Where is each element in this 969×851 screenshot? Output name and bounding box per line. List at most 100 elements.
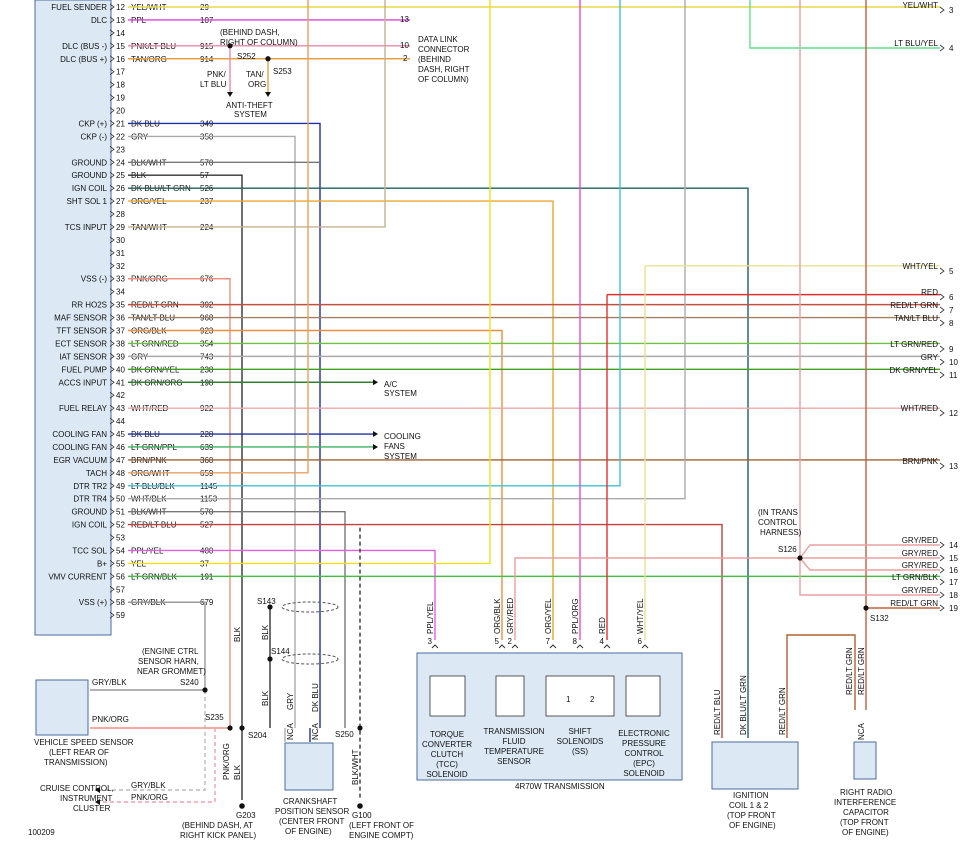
pcm-pin-59: 59 <box>116 611 125 620</box>
pcm-label-26: IGN COIL <box>72 184 108 193</box>
pcm-label-35: RR HO2S <box>71 301 107 310</box>
pcm-pin-14: 14 <box>116 29 125 38</box>
pin-chevron-23 <box>109 146 115 153</box>
vss-wire1: GRY/BLK <box>92 678 127 687</box>
eng-harness-c: NEAR GROMMET) <box>137 667 206 676</box>
tft-label-a: TRANSMISSION <box>484 727 545 736</box>
vlabel-pnk-org: PNK/ORG <box>222 743 231 780</box>
radio-cap-box <box>853 741 877 780</box>
splice-dot-8 <box>797 555 803 561</box>
wire-gry-red-16 <box>799 557 940 571</box>
cruise-wire1: GRY/BLK <box>131 781 166 790</box>
right-chevron-17 <box>939 578 945 586</box>
right-chevron-19 <box>939 604 945 612</box>
diagram-id: 100209 <box>28 828 55 837</box>
trans-wire-7: ORG/YEL <box>544 598 553 634</box>
dlc-label-2: CONNECTOR <box>418 45 470 54</box>
right-chevron-6 <box>939 293 945 301</box>
ckp-sensor-box <box>284 742 334 791</box>
right-color-6: RED <box>921 288 938 297</box>
pcm-label-40: FUEL PUMP <box>62 365 108 374</box>
pin-chevron-43 <box>109 404 115 412</box>
ss-label-a: SHIFT <box>568 727 591 736</box>
pin-chevron-52 <box>109 521 115 528</box>
pcm-label-36: MAF SENSOR <box>54 314 107 323</box>
pin-chevron-53 <box>109 534 115 541</box>
s144-label: S144 <box>271 647 290 656</box>
ckp-label-c: (CENTER FRONT <box>279 817 344 826</box>
trans-pin-5: 5 <box>495 637 500 646</box>
right-chevron-14 <box>939 541 945 549</box>
tan-org-label-a: TAN/ <box>246 70 264 79</box>
g100-label: G100 <box>352 811 372 820</box>
s235-label: S235 <box>205 713 224 722</box>
right-pin-13: 13 <box>949 462 958 471</box>
tcc-label-a: TORQUE <box>430 730 464 739</box>
pin-chevron-29 <box>109 223 115 231</box>
trans-chevron-2 <box>511 644 519 649</box>
radio-e: OF ENGINE) <box>842 828 889 837</box>
pcm-pin-15: 15 <box>116 42 125 51</box>
right-pin-19: 19 <box>949 604 958 613</box>
pin-chevron-48 <box>109 469 115 477</box>
vlabel-blk3: BLK <box>261 690 270 706</box>
pin-chevron-32 <box>109 262 115 270</box>
pcm-label-25: GROUND <box>71 171 107 180</box>
in-trans-a: (IN TRANS <box>758 508 798 517</box>
pcm-label-38: ECT SENSOR <box>55 339 107 348</box>
pcm-pin-17: 17 <box>116 68 125 77</box>
g100-note-a: (LEFT FRONT OF <box>349 821 414 830</box>
pcm-label-56: VMV CURRENT <box>48 572 107 581</box>
right-color-15: GRY/RED <box>902 549 939 558</box>
pcm-pin-47: 47 <box>116 456 125 465</box>
pcm-pin-39: 39 <box>116 352 125 361</box>
arrow-cruise-2 <box>95 799 100 805</box>
pcm-pin-27: 27 <box>116 197 125 206</box>
trans-chevron-3 <box>431 644 439 649</box>
pin-chevron-54 <box>109 547 115 554</box>
trans-pin-6: 6 <box>638 637 643 646</box>
cooling-b: FANS <box>384 442 405 451</box>
wire-48 <box>128 0 309 474</box>
arrow-cool-1 <box>373 431 378 438</box>
right-chevron-3 <box>939 6 945 14</box>
pin-chevron-58 <box>109 598 115 606</box>
pcm-label-41: ACCS INPUT <box>59 378 108 387</box>
tcc-label-e: SOLENOID <box>426 770 468 779</box>
trans-chevron-8 <box>576 644 584 649</box>
pcm-label-39: IAT SENSOR <box>59 352 107 361</box>
in-trans-b: CONTROL <box>758 518 798 527</box>
right-chevron-4 <box>939 44 945 52</box>
right-chevron-12 <box>939 409 945 417</box>
vss-label-c: TRANSMISSION) <box>44 758 108 767</box>
wire-cruise-gry <box>100 690 206 791</box>
g203-note-b: RIGHT KICK PANEL) <box>180 831 257 840</box>
wire-51 <box>128 510 346 728</box>
splice-dot-6 <box>202 687 208 693</box>
pcm-pin-53: 53 <box>116 534 125 543</box>
splice-dot-0 <box>227 43 233 49</box>
right-pin-14: 14 <box>949 541 958 550</box>
s240-label: S240 <box>180 678 199 687</box>
right-pin-7: 7 <box>949 306 954 315</box>
s143-ring <box>281 601 339 613</box>
pin-chevron-34 <box>109 288 115 295</box>
pcm-pin-33: 33 <box>116 275 125 284</box>
splice-dot-4 <box>239 725 245 731</box>
right-color-12: WHT/RED <box>901 404 939 413</box>
pcm-pin-23: 23 <box>116 145 125 154</box>
pcm-pin-34: 34 <box>116 288 125 297</box>
right-color-5: WHT/YEL <box>902 262 938 271</box>
vlabel-ckp-gry: GRY <box>286 692 295 710</box>
pcm-label-47: EGR VACUUM <box>53 456 107 465</box>
ss-label-b: SOLENOIDS <box>557 737 604 746</box>
pcm-pin-35: 35 <box>116 301 125 310</box>
pcm-pin-16: 16 <box>116 55 125 64</box>
right-color-16: GRY/RED <box>902 561 939 570</box>
wire-cruise-pnk <box>100 728 216 803</box>
s132-label: S132 <box>870 614 889 623</box>
right-pin-6: 6 <box>949 293 954 302</box>
pcm-label-24: GROUND <box>71 158 107 167</box>
arrow-anti-theft-2 <box>265 92 271 97</box>
